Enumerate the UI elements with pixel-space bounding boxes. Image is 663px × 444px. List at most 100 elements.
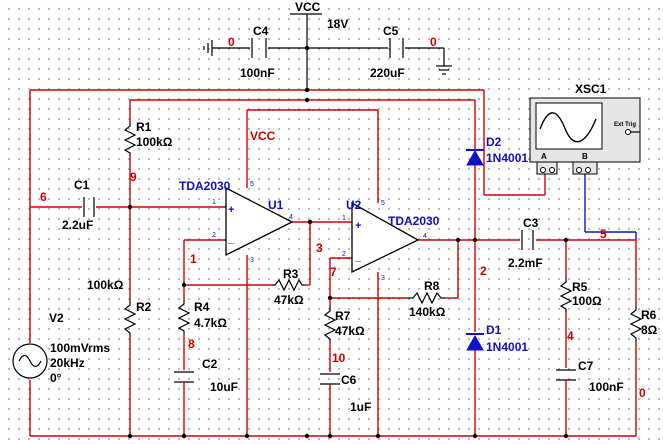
c2-ref: C2 bbox=[202, 357, 218, 371]
ground-symbol-left bbox=[203, 40, 213, 56]
opamp-u2[interactable] bbox=[351, 201, 420, 274]
r5-ref: R5 bbox=[572, 280, 588, 294]
resistor-r7[interactable] bbox=[323, 307, 337, 343]
vcc-label: VCC bbox=[295, 0, 321, 14]
resistor-r3[interactable] bbox=[271, 278, 305, 292]
u2-plus-pin: + bbox=[355, 220, 361, 232]
r5-value: 100Ω bbox=[572, 294, 602, 308]
net-label-5: 5 bbox=[600, 227, 607, 241]
resistor-r6[interactable] bbox=[629, 306, 643, 342]
vcc-voltage-label: 18V bbox=[327, 17, 348, 31]
net-label-0: 0 bbox=[430, 35, 437, 49]
c7-value: 100nF bbox=[589, 380, 624, 394]
resistor-r4[interactable] bbox=[177, 300, 191, 334]
capacitor-c2[interactable] bbox=[174, 371, 194, 390]
capacitor-c3[interactable] bbox=[521, 230, 534, 250]
d1-part: 1N4001 bbox=[486, 340, 528, 354]
scope-screen bbox=[535, 102, 603, 150]
net-label-0: 0 bbox=[228, 35, 235, 49]
c6-ref: C6 bbox=[341, 373, 357, 387]
d2-ref: D2 bbox=[486, 135, 502, 149]
diode-d2[interactable] bbox=[466, 149, 484, 166]
c1-value: 2.2uF bbox=[62, 218, 93, 232]
r4-value: 4.7kΩ bbox=[194, 316, 227, 330]
r1-value: 100kΩ bbox=[136, 135, 173, 149]
c5-ref: C5 bbox=[383, 24, 399, 38]
capacitor-c7[interactable] bbox=[556, 369, 576, 388]
resistor-r5[interactable] bbox=[559, 278, 573, 312]
svg-text:5: 5 bbox=[381, 200, 385, 207]
opamp-u1[interactable] bbox=[222, 186, 294, 257]
sine-icon bbox=[18, 354, 42, 368]
r8-value: 140kΩ bbox=[409, 305, 446, 319]
oscilloscope-xsc1[interactable] bbox=[529, 97, 641, 175]
scope-ext-trig-terminal[interactable] bbox=[625, 129, 631, 135]
c2-value: 10uF bbox=[210, 380, 238, 394]
u2-minus-pin: _ bbox=[354, 251, 362, 263]
svg-text:3: 3 bbox=[250, 257, 254, 264]
capacitor-c5[interactable] bbox=[389, 38, 404, 58]
svg-text:4: 4 bbox=[423, 233, 427, 240]
r3-value: 47kΩ bbox=[274, 293, 304, 307]
scope-ch-a-terminal[interactable] bbox=[540, 167, 546, 173]
r2-value: 100kΩ bbox=[87, 278, 124, 292]
v2-frequency: 20kHz bbox=[50, 356, 85, 370]
r2-ref: R2 bbox=[136, 300, 152, 314]
c1-ref: C1 bbox=[74, 178, 90, 192]
svg-text:2: 2 bbox=[342, 251, 346, 258]
r4-ref: R4 bbox=[194, 300, 210, 314]
u1-part: TDA2030 bbox=[179, 179, 231, 193]
junction-dot bbox=[304, 45, 310, 51]
svg-text:1: 1 bbox=[212, 199, 216, 206]
scope-ch-b-terminal[interactable] bbox=[585, 167, 591, 173]
u1-plus-pin: + bbox=[228, 204, 234, 216]
net-label-0: 0 bbox=[639, 386, 646, 400]
u2-part: TDA2030 bbox=[388, 214, 440, 228]
v2-ref: V2 bbox=[49, 311, 64, 325]
scope-trace bbox=[539, 112, 597, 143]
xsc1-ref: XSC1 bbox=[575, 82, 607, 96]
diode-d1[interactable] bbox=[466, 333, 484, 351]
resistor-r8[interactable] bbox=[408, 291, 445, 305]
u1-minus-pin: _ bbox=[227, 233, 235, 245]
c3-ref: C3 bbox=[523, 216, 539, 230]
ac-source-v2[interactable] bbox=[12, 343, 48, 379]
net-label-10: 10 bbox=[332, 351, 346, 365]
d2-part: 1N4001 bbox=[486, 151, 528, 165]
capacitor-c4[interactable] bbox=[251, 38, 267, 58]
net-label-1: 1 bbox=[190, 252, 197, 266]
svg-text:1: 1 bbox=[342, 215, 346, 222]
resistor-r2[interactable] bbox=[123, 300, 137, 337]
v2-phase: 0° bbox=[50, 371, 62, 385]
capacitor-c6[interactable] bbox=[320, 373, 340, 392]
d1-ref: D1 bbox=[486, 323, 502, 337]
net-label-7: 7 bbox=[330, 265, 337, 279]
power-section bbox=[203, 13, 452, 90]
svg-text:2: 2 bbox=[212, 232, 216, 239]
scope-wire-b bbox=[584, 172, 637, 240]
svg-text:3: 3 bbox=[381, 275, 385, 282]
u1-ref: U1 bbox=[268, 198, 284, 212]
r6-ref: R6 bbox=[641, 308, 657, 322]
r3-ref: R3 bbox=[283, 267, 299, 281]
v2-amplitude: 100mVrms bbox=[50, 341, 110, 355]
r6-value: 8Ω bbox=[641, 323, 658, 337]
c3-value: 2.2mF bbox=[508, 256, 543, 270]
r8-ref: R8 bbox=[424, 279, 440, 293]
r7-ref: R7 bbox=[335, 309, 351, 323]
scope-ch-a-label: A bbox=[541, 152, 547, 161]
resistor-r1[interactable] bbox=[123, 122, 137, 156]
c4-ref: C4 bbox=[253, 24, 269, 38]
u2-ref: U2 bbox=[346, 198, 362, 212]
net-label-8: 8 bbox=[188, 337, 195, 351]
svg-text:4: 4 bbox=[289, 214, 293, 221]
capacitor-c1[interactable] bbox=[83, 197, 95, 217]
net-label-2: 2 bbox=[480, 264, 487, 278]
scope-ch-b-label: B bbox=[582, 152, 588, 161]
c4-value: 100nF bbox=[240, 66, 275, 80]
net-label-4: 4 bbox=[567, 329, 574, 343]
vcc-net-label: VCC bbox=[250, 129, 276, 143]
c7-ref: C7 bbox=[578, 359, 594, 373]
r1-ref: R1 bbox=[136, 120, 152, 134]
